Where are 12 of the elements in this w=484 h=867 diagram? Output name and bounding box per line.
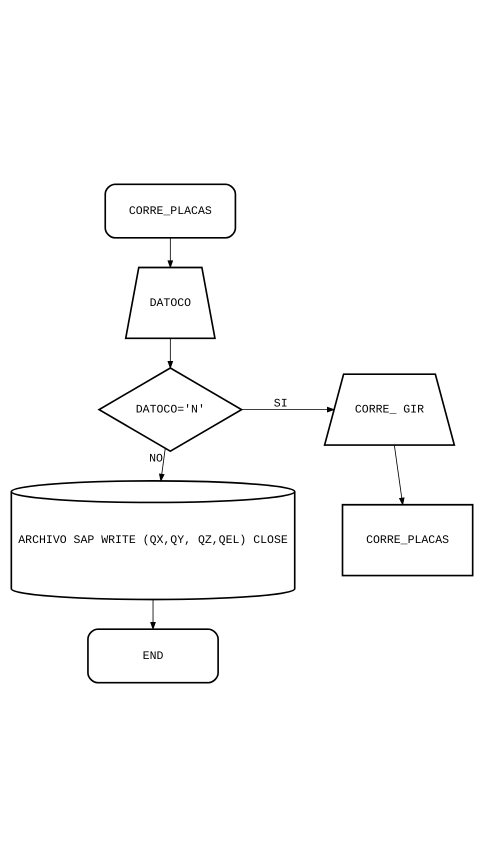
arrow	[167, 238, 174, 269]
arrow	[241, 406, 336, 412]
node-box: CORRE_PLACAS	[104, 183, 236, 239]
edge-label: NO	[149, 452, 163, 466]
arrow	[150, 599, 156, 630]
arrow	[158, 448, 166, 482]
node-diamond: DATOCO='N'	[97, 367, 244, 452]
node-box: END	[87, 628, 219, 684]
arrow	[394, 444, 405, 506]
arrow	[167, 338, 174, 370]
edge-label: SI	[274, 397, 288, 410]
node-box: CORRE_PLACAS	[342, 504, 474, 576]
